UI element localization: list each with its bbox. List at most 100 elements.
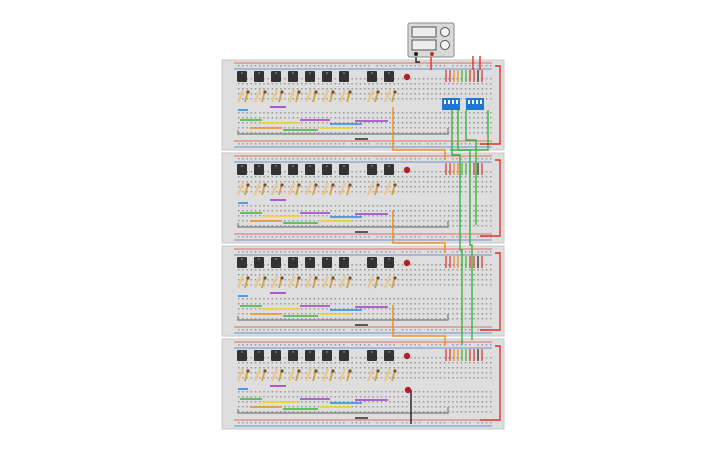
strip-hole — [385, 88, 387, 90]
strip-hole — [481, 406, 484, 408]
strip-hole — [469, 391, 471, 393]
strip-hole — [414, 98, 416, 100]
strip-hole — [397, 313, 400, 315]
rail-hole — [452, 236, 454, 238]
dip-switch-toggle[interactable] — [480, 100, 482, 104]
strip-hole — [284, 367, 286, 369]
strip-hole — [271, 367, 274, 369]
strip-hole — [347, 318, 349, 320]
dip-switch-toggle[interactable] — [452, 100, 454, 104]
strip-hole — [414, 362, 416, 364]
strip-hole — [351, 122, 353, 124]
strip-hole — [259, 176, 261, 178]
strip-hole — [326, 122, 328, 124]
strip-hole — [359, 357, 362, 359]
strip-hole — [355, 308, 358, 310]
rail-hole — [254, 65, 257, 67]
rail-hole — [259, 143, 261, 145]
power-supply-knob-top[interactable] — [440, 27, 450, 37]
strip-hole — [439, 186, 442, 188]
strip-hole — [469, 112, 471, 114]
strip-hole — [452, 205, 454, 207]
rail-hole — [385, 143, 387, 145]
rail-hole — [368, 236, 370, 238]
strip-hole — [389, 298, 391, 300]
rail-hole — [309, 65, 311, 67]
strip-hole — [452, 171, 454, 173]
strip-hole — [431, 396, 433, 398]
strip-hole — [376, 264, 379, 266]
dip-switch-toggle[interactable] — [476, 100, 478, 104]
ic-chip-notch — [326, 351, 328, 353]
strip-hole — [372, 372, 374, 374]
rail-hole — [338, 329, 341, 331]
rail-hole — [355, 329, 358, 331]
strip-hole — [334, 117, 337, 119]
strip-hole — [338, 308, 341, 310]
strip-hole — [376, 117, 379, 119]
strip-hole — [343, 303, 345, 305]
strip-hole — [427, 215, 429, 217]
component-lead — [246, 369, 250, 373]
component-lead — [280, 90, 284, 94]
rail-hole — [238, 329, 240, 331]
strip-hole — [372, 225, 374, 227]
strip-hole — [259, 181, 261, 183]
strip-hole — [284, 117, 286, 119]
strip-hole — [246, 176, 248, 178]
rail-hole — [338, 158, 341, 160]
strip-hole — [355, 264, 358, 266]
resistor — [304, 368, 313, 382]
strip-hole — [376, 391, 379, 393]
strip-hole — [317, 284, 320, 286]
strip-hole — [422, 313, 425, 315]
strip-hole — [317, 98, 320, 100]
strip-hole — [490, 117, 492, 119]
dip-switch[interactable] — [466, 98, 484, 110]
strip-hole — [292, 88, 295, 90]
dip-switch-toggle[interactable] — [456, 100, 458, 104]
strip-hole — [254, 122, 257, 124]
strip-hole — [448, 176, 450, 178]
power-supply-knob-bottom[interactable] — [440, 40, 450, 50]
strip-hole — [473, 372, 475, 374]
strip-hole — [410, 122, 412, 124]
dip-switch[interactable] — [442, 98, 460, 110]
strip-hole — [448, 367, 450, 369]
component-lead — [331, 276, 335, 280]
strip-hole — [351, 313, 353, 315]
rail-hole — [263, 143, 265, 145]
dip-switch-toggle[interactable] — [448, 100, 450, 104]
strip-hole — [418, 215, 421, 217]
dip-switch-toggle[interactable] — [444, 100, 446, 104]
rail-hole — [490, 236, 492, 238]
strip-hole — [322, 205, 324, 207]
strip-hole — [481, 396, 484, 398]
strip-hole — [263, 269, 265, 271]
strip-hole — [284, 176, 286, 178]
strip-hole — [401, 264, 404, 266]
rail-hole — [330, 422, 332, 424]
strip-hole — [385, 215, 387, 217]
strip-hole — [406, 122, 408, 124]
strip-hole — [448, 313, 450, 315]
dip-switch-toggle[interactable] — [468, 100, 470, 104]
strip-hole — [481, 225, 484, 227]
strip-hole — [351, 171, 353, 173]
rail-hole — [389, 158, 391, 160]
rail-hole — [313, 422, 316, 424]
strip-hole — [427, 362, 429, 364]
strip-hole — [242, 186, 244, 188]
strip-hole — [271, 298, 274, 300]
strip-hole — [380, 186, 383, 188]
strip-hole — [473, 303, 475, 305]
strip-hole — [435, 112, 437, 114]
dip-switch-toggle[interactable] — [472, 100, 474, 104]
rail-hole — [385, 65, 387, 67]
strip-hole — [267, 78, 269, 80]
strip-hole — [309, 122, 311, 124]
strip-hole — [347, 372, 349, 374]
strip-hole — [330, 205, 332, 207]
strip-hole — [477, 303, 479, 305]
strip-hole — [460, 396, 463, 398]
